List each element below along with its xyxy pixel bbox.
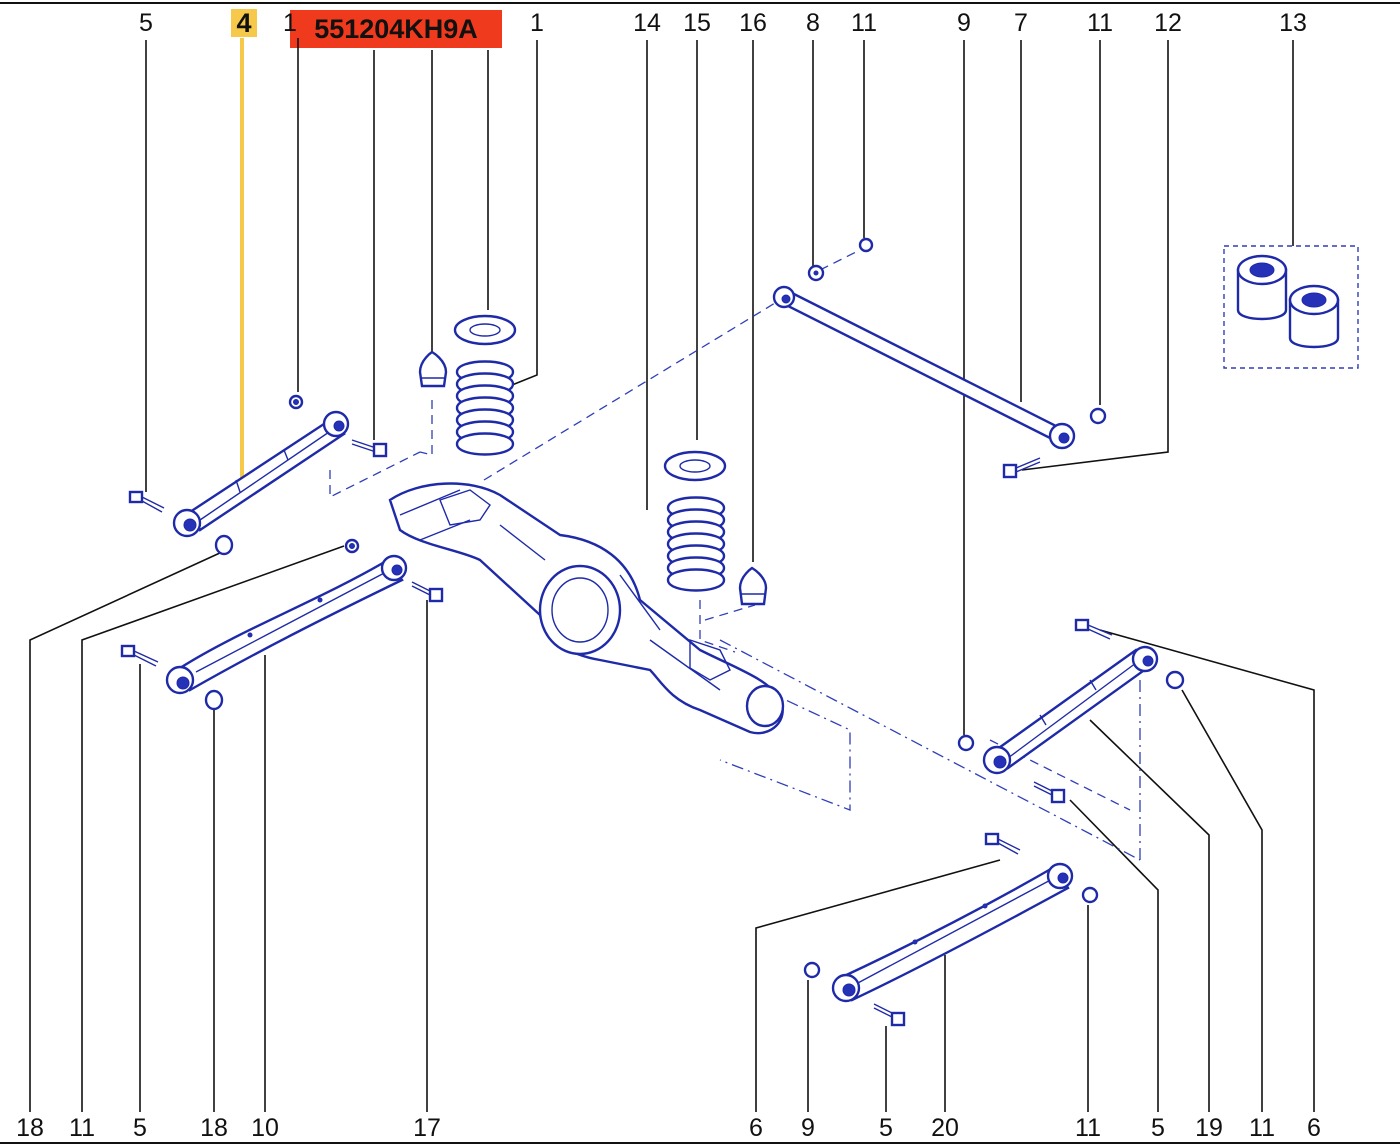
callout-bottom-11a: 11: [69, 1114, 95, 1142]
upper-left-control-arm: [172, 410, 350, 538]
callout-top-13: 13: [1279, 9, 1307, 37]
callout-top-15: 15: [683, 9, 711, 37]
callout-top-16: 16: [739, 9, 767, 37]
bushing-inset: [1223, 245, 1359, 369]
right-lower-control-arm: [831, 862, 1074, 1003]
lower-left-control-arm: [165, 554, 408, 695]
left-bump-stop: [418, 350, 448, 388]
panhard-rod: [772, 237, 1107, 479]
callout-top-1a: 1: [283, 9, 297, 37]
callout-top-1b: 1: [530, 9, 544, 37]
callout-top-11a: 11: [851, 9, 877, 37]
highlight-callout-label: 4: [236, 8, 251, 38]
right-upper-fasteners: [957, 618, 1185, 804]
leader-lines-top: [145, 38, 1294, 735]
right-upper-control-arm: [982, 645, 1159, 775]
callout-bottom-9: 9: [801, 1114, 815, 1142]
callout-top-11b: 11: [1087, 9, 1113, 37]
callout-bottom-19: 19: [1195, 1114, 1223, 1142]
right-coil-spring: [663, 450, 727, 592]
callout-bottom-11b: 11: [1075, 1114, 1101, 1142]
right-lower-fasteners: [803, 832, 1099, 1027]
callout-bottom-5a: 5: [133, 1114, 147, 1142]
leader-lines-bottom: [29, 545, 1315, 1112]
assembly-dash-lines: [329, 249, 1141, 861]
callout-top-8: 8: [806, 9, 820, 37]
highlight-callout-box: [231, 9, 257, 37]
callout-bottom-6b: 6: [1307, 1114, 1321, 1142]
callout-bottom-5c: 5: [1151, 1114, 1165, 1142]
part-number-badge: [290, 10, 502, 48]
callout-bottom-18b: 18: [200, 1114, 228, 1142]
callout-bottom-6a: 6: [749, 1114, 763, 1142]
callout-top-12: 12: [1154, 9, 1182, 37]
callout-top-9: 9: [957, 9, 971, 37]
callout-bottom-17: 17: [413, 1114, 441, 1142]
lower-left-fasteners: [120, 538, 444, 711]
part-number-text: 551204KH9A: [314, 14, 478, 44]
bottom-callouts: 18 11 5 18 10 17 6 9 5 20 11 5 19 11 6: [16, 1114, 1321, 1142]
axle-housing: [388, 482, 785, 735]
callout-bottom-10: 10: [251, 1114, 279, 1142]
callout-top-7: 7: [1014, 9, 1028, 37]
right-bump-stop: [738, 566, 768, 606]
callout-bottom-20: 20: [931, 1114, 959, 1142]
callout-bottom-5b: 5: [879, 1114, 893, 1142]
top-callouts: 5 1 1 14 15 16 8 11 9 7 11 12 13: [139, 9, 1307, 37]
callout-top-5: 5: [139, 9, 153, 37]
left-coil-spring: [453, 314, 517, 456]
upper-left-fasteners: [128, 394, 388, 556]
callout-bottom-18a: 18: [16, 1114, 44, 1142]
callout-bottom-11c: 11: [1249, 1114, 1275, 1142]
callout-top-14: 14: [633, 9, 661, 37]
